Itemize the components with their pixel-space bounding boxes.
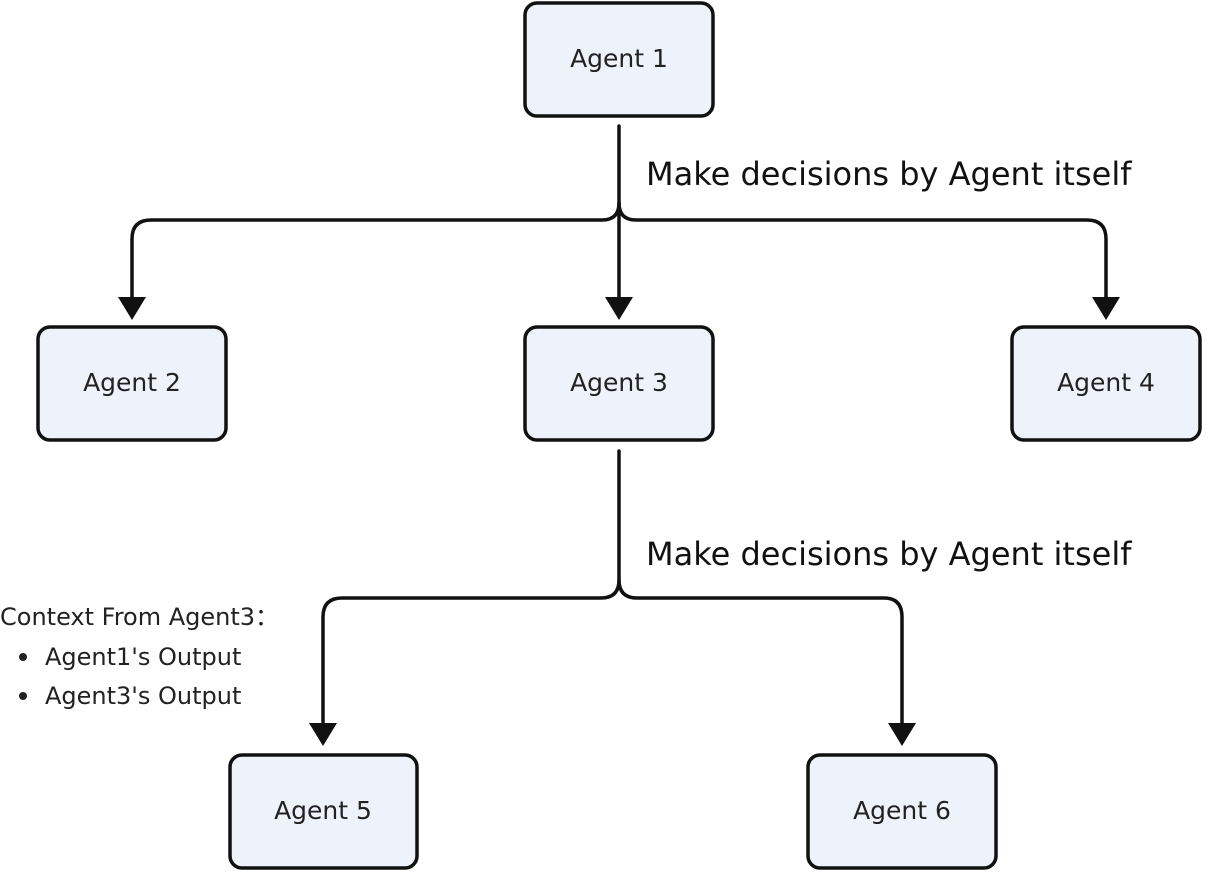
node-label-agent-3: Agent 3 [570, 368, 668, 397]
context-title: Context From Agent3： [0, 603, 279, 631]
context-annotation: Context From Agent3： Agent1's Output Age… [0, 603, 279, 710]
edge-label-top: Make decisions by Agent itself [646, 155, 1132, 193]
arrowhead-agent4 [1092, 297, 1120, 320]
node-agent-3: Agent 3 [523, 325, 715, 442]
context-item-1: Agent1's Output [45, 643, 241, 671]
edge-label-bottom: Make decisions by Agent itself [646, 535, 1132, 573]
node-agent-2: Agent 2 [36, 325, 228, 442]
arrowhead-agent5 [309, 723, 337, 746]
node-agent-1: Agent 1 [523, 1, 715, 118]
node-label-agent-1: Agent 1 [570, 44, 668, 73]
arrowhead-agent2 [118, 297, 146, 320]
connector-agent1-to-agent4 [617, 201, 1108, 302]
connector-agent1-trunk [130, 124, 621, 302]
bullet-dot-1 [19, 653, 27, 661]
node-label-agent-4: Agent 4 [1057, 368, 1155, 397]
node-agent-4: Agent 4 [1010, 325, 1202, 442]
bullet-dot-2 [19, 692, 27, 700]
arrowhead-agent6 [888, 723, 916, 746]
node-label-agent-2: Agent 2 [83, 368, 181, 397]
node-agent-5: Agent 5 [228, 753, 419, 870]
connector-agent3-to-agent6 [617, 578, 904, 728]
node-agent-6: Agent 6 [806, 753, 998, 870]
arrowhead-agent3 [605, 297, 633, 320]
context-item-2: Agent3's Output [45, 682, 241, 710]
node-label-agent-5: Agent 5 [274, 796, 372, 825]
connector-agent3-trunk [321, 449, 621, 728]
node-label-agent-6: Agent 6 [853, 796, 951, 825]
